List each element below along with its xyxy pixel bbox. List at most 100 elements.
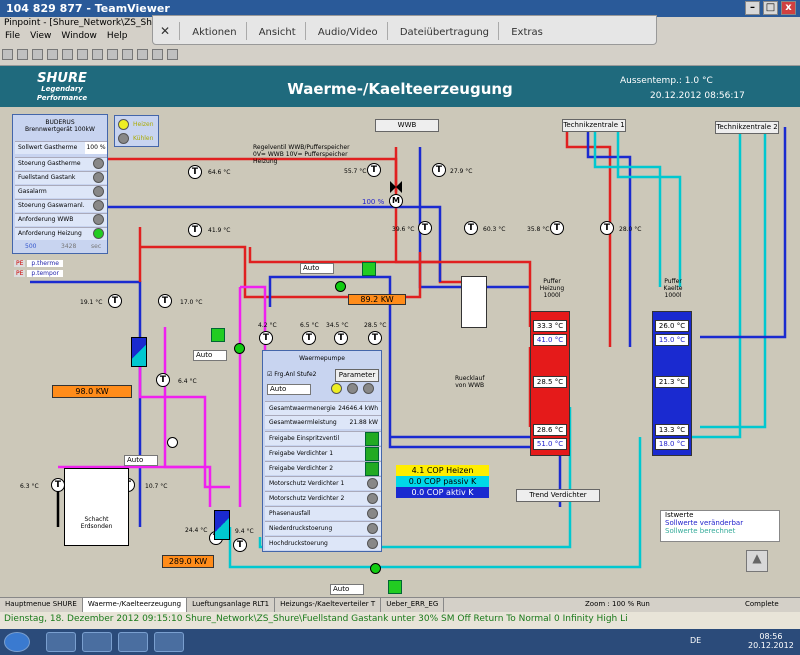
pe-tag: PE (14, 270, 26, 277)
auto-select[interactable]: Auto (124, 455, 158, 466)
tab-hauptmenue[interactable]: Hauptmenue SHURE (0, 598, 83, 612)
pump-icon[interactable] (370, 563, 381, 574)
sollwert-value[interactable]: 100 % (85, 142, 107, 154)
thermometer-icon: T (51, 478, 65, 492)
menu-extras[interactable]: Extras (511, 27, 543, 38)
redo-icon[interactable] (167, 49, 178, 60)
tab-heizung[interactable]: Heizungs-/Kaelteverteiler T (275, 598, 382, 612)
back-icon[interactable] (47, 49, 58, 60)
kuehlen-led[interactable] (118, 133, 129, 144)
power-value: 289.0 KW (162, 555, 214, 568)
menu-help[interactable]: Help (106, 31, 128, 41)
minimize-icon[interactable]: – (745, 1, 760, 15)
heizen-led[interactable] (118, 119, 129, 130)
wp-row: Freigabe Verdichter 1 (265, 446, 381, 461)
new-icon[interactable] (2, 49, 13, 60)
cop-aktiv: 0.0 COP aktiv K (396, 487, 489, 498)
status-led (93, 172, 104, 183)
trend-icon[interactable] (362, 262, 376, 276)
teamviewer-icon[interactable] (154, 632, 184, 652)
wp-row: Freigabe Verdichter 2 (265, 461, 381, 476)
toolbar (0, 44, 800, 66)
menu-window[interactable]: Window (61, 31, 97, 41)
technikzentrale-1-button[interactable]: Technikzentrale 1 (562, 119, 626, 132)
technikzentrale-2-button[interactable]: Technikzentrale 2 (715, 121, 779, 134)
tank-temp: 13.3 °C (655, 424, 689, 436)
puffer-kaelte-tank: 26.0 °C 15.0 °C 21.3 °C 13.3 °C 18.0 °C (652, 311, 692, 456)
outdoor-temp: Aussentemp.: 1.0 °C (620, 76, 713, 86)
undo-icon[interactable] (152, 49, 163, 60)
app-icon[interactable] (118, 632, 148, 652)
thermometer-icon: T (302, 331, 316, 345)
wp-checkbox[interactable]: ☑ Frg.Anl Stufe2 (267, 371, 317, 378)
scada-header (0, 66, 800, 107)
tank-setpoint[interactable]: 41.0 °C (533, 334, 567, 346)
pe-tag: PE (14, 260, 26, 267)
tank-temp: 26.0 °C (655, 320, 689, 332)
thermometer-icon: T (259, 331, 273, 345)
cut-icon[interactable] (92, 49, 103, 60)
trend-verdichter-button[interactable]: Trend Verdichter (516, 489, 600, 502)
auto-select[interactable]: Auto (193, 350, 227, 361)
thermometer-icon: T (334, 331, 348, 345)
ie-icon[interactable] (46, 632, 76, 652)
tab-ueber[interactable]: Ueber_ERR_EG (381, 598, 445, 612)
pump-icon[interactable] (234, 343, 245, 354)
wwb-button[interactable]: WWB (375, 119, 439, 132)
valve-icon[interactable] (390, 181, 402, 193)
auto-select[interactable]: Auto (300, 263, 334, 274)
tank-setpoint[interactable]: 18.0 °C (655, 438, 689, 450)
thermometer-icon: T (233, 538, 247, 552)
row-label: Anforderung Heizung (18, 230, 82, 237)
open-icon[interactable] (17, 49, 28, 60)
pe-label[interactable]: p.therme (27, 260, 63, 267)
copy-icon[interactable] (107, 49, 118, 60)
explorer-icon[interactable] (82, 632, 112, 652)
pe-label[interactable]: p.tempor (27, 270, 63, 277)
menu-audio-video[interactable]: Audio/Video (317, 27, 378, 38)
pump-icon[interactable] (167, 437, 178, 448)
close-icon[interactable]: x (781, 1, 796, 15)
forward-icon[interactable] (62, 49, 73, 60)
maximize-icon[interactable]: □ (763, 1, 778, 15)
wp-auto-select[interactable]: Auto (267, 384, 311, 395)
menu-aktionen[interactable]: Aktionen (192, 27, 237, 38)
save-icon[interactable] (32, 49, 43, 60)
app-title: Pinpoint - [Shure_Network\ZS_Shure\Wa (4, 18, 184, 28)
tank-setpoint[interactable]: 51.0 °C (533, 438, 567, 450)
trend-icon[interactable] (388, 580, 402, 594)
panel-close-button[interactable]: ✕ (160, 24, 171, 38)
teamviewer-title-bar: 104 829 877 - TeamViewer –□x (0, 0, 800, 17)
tab-waerme[interactable]: Waerme-/Kaelteerzeugung (82, 598, 188, 612)
pump-icon[interactable] (335, 281, 346, 292)
mixer-box (461, 276, 487, 328)
alarm-line: Dienstag, 18. Dezember 2012 09:15:10 Shu… (0, 612, 800, 629)
teamviewer-title: 104 829 877 - TeamViewer (6, 2, 170, 15)
auto-select[interactable]: Auto (330, 584, 364, 595)
tab-lueftung[interactable]: Lueftungsanlage RLT1 (187, 598, 276, 612)
menu-ansicht[interactable]: Ansicht (258, 27, 296, 38)
temp-value: 24.4 °C (185, 527, 208, 534)
paste-icon[interactable] (122, 49, 133, 60)
menu-file[interactable]: File (5, 31, 21, 41)
buderus-row: Anforderung Heizung (15, 227, 107, 240)
parameter-button[interactable]: Parameter (335, 369, 379, 382)
heat-exchanger-icon (214, 510, 230, 540)
language-indicator[interactable]: DE (690, 636, 702, 645)
home-icon[interactable] (77, 49, 88, 60)
start-icon[interactable] (4, 632, 30, 652)
trend-icon[interactable] (211, 328, 225, 342)
status-led (93, 228, 104, 239)
sollwert-label: Sollwert Gastherme (18, 144, 78, 151)
temp-value: 64.6 °C (208, 169, 231, 176)
print-icon[interactable] (137, 49, 148, 60)
tank-setpoint[interactable]: 15.0 °C (655, 334, 689, 346)
scroll-up-icon[interactable]: ▲ (746, 550, 768, 572)
menu-view[interactable]: View (30, 31, 52, 41)
status-led (93, 214, 104, 225)
menu-datei[interactable]: Dateiübertragung (399, 27, 490, 38)
status-complete: Complete (745, 600, 779, 608)
